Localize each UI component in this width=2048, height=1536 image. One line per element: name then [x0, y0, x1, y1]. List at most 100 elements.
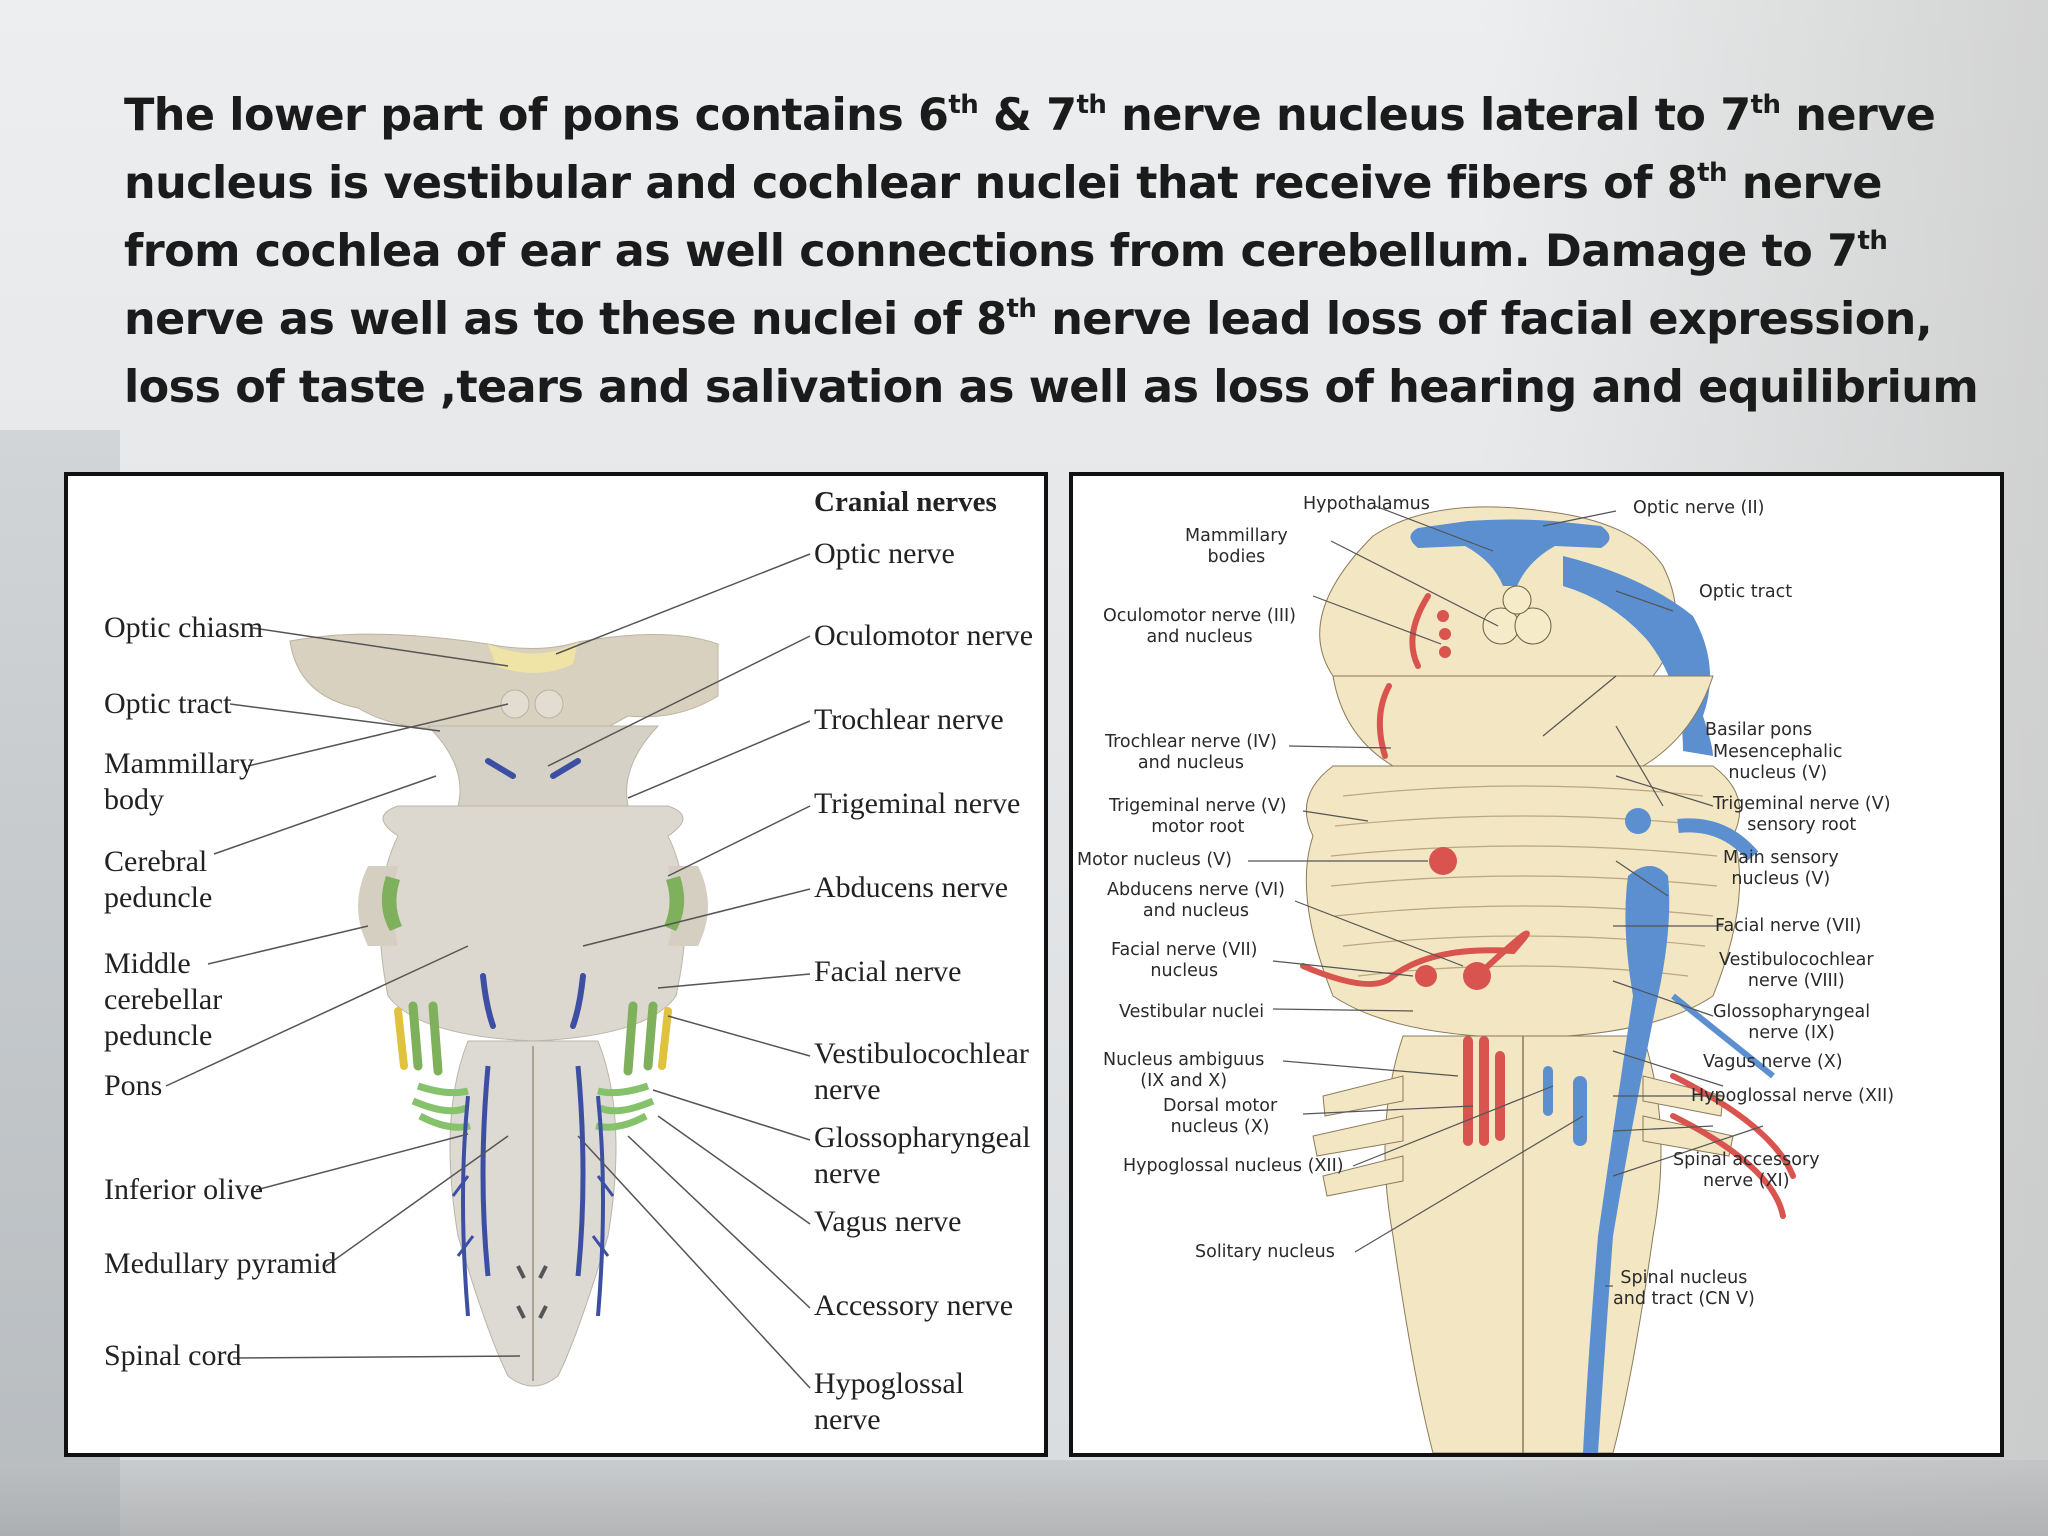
- right-structure-label: Optic nerve (II): [1633, 498, 1765, 519]
- label-line: cerebellar: [104, 983, 223, 1016]
- label-line: Inferior olive: [104, 1173, 264, 1206]
- label-line: Oculomotor nerve: [814, 619, 1034, 652]
- text-segment: nerve: [1726, 158, 1883, 209]
- label-line: nucleus (X): [1170, 1117, 1270, 1137]
- text-segment: nerve lead loss of facial expression,: [1036, 294, 1933, 345]
- background-shape-bottom: [0, 1460, 2048, 1536]
- label-line: Facial nerve (VII): [1715, 916, 1862, 936]
- ordinal-suffix: th: [1697, 158, 1727, 188]
- cranial-nerve-label: Trigeminal nerve: [814, 786, 1020, 822]
- cranial-nerve-label: Abducens nerve: [814, 870, 1008, 906]
- label-line: peduncle: [104, 1019, 213, 1052]
- label-line: Spinal accessory: [1673, 1150, 1820, 1170]
- brainstem-illustration-left: [165, 553, 811, 1389]
- label-line: Oculomotor nerve (III): [1103, 606, 1297, 626]
- left-nucleus-label: Abducens nerve (VI)and nucleus: [1107, 880, 1285, 922]
- left-nucleus-label: Hypoglossal nucleus (XII): [1123, 1156, 1344, 1177]
- left-nucleus-label: Oculomotor nerve (III)and nucleus: [1103, 606, 1296, 648]
- cranial-nerve-label: Oculomotor nerve: [814, 618, 1033, 654]
- label-line: Glossopharyngeal: [814, 1121, 1031, 1154]
- left-structure-label: Spinal cord: [104, 1338, 241, 1374]
- ordinal-suffix: th: [1750, 90, 1781, 120]
- label-line: Abducens nerve (VI): [1107, 880, 1285, 900]
- text-segment: nerve as well as to these nuclei of 8: [124, 294, 1007, 345]
- label-line: sensory root: [1747, 815, 1857, 835]
- cranial-nerve-label: Trochlear nerve: [814, 702, 1004, 738]
- label-line: nucleus: [1150, 961, 1219, 981]
- label-line: Hypoglossal nucleus (XII): [1123, 1156, 1344, 1176]
- label-line: Vagus nerve: [814, 1205, 962, 1238]
- left-structure-label: Inferior olive: [104, 1172, 263, 1208]
- label-line: Cerebral: [104, 845, 208, 878]
- cranial-nerve-label: Facial nerve: [814, 954, 961, 990]
- ordinal-suffix: th: [1076, 90, 1107, 120]
- label-line: Basilar pons: [1705, 720, 1813, 740]
- label-line: Mesencephalic: [1713, 742, 1843, 762]
- right-structure-label: Trigeminal nerve (V)sensory root: [1713, 794, 1891, 836]
- label-line: and tract (CN V): [1613, 1289, 1755, 1309]
- label-line: nerve: [814, 1073, 881, 1106]
- right-structure-label: Optic tract: [1699, 582, 1792, 603]
- label-line: Pons: [104, 1069, 163, 1102]
- right-structure-label: Hypoglossal nerve (XII): [1691, 1086, 1894, 1107]
- label-line: Optic nerve (II): [1633, 498, 1765, 518]
- slide-text-line: nerve as well as to these nuclei of 8th …: [124, 286, 1954, 354]
- label-line: Optic tract: [104, 687, 232, 720]
- label-line: Facial nerve: [814, 955, 962, 988]
- left-nucleus-label: Trochlear nerve (IV)and nucleus: [1105, 732, 1277, 774]
- slide-body-text: The lower part of pons contains 6th & 7t…: [124, 82, 1979, 422]
- left-structure-label: Pons: [104, 1068, 162, 1104]
- left-nucleus-label: Motor nucleus (V): [1077, 850, 1232, 871]
- text-segment: from cochlea of ear as well connections …: [124, 226, 1858, 277]
- cranial-nerve-label: Accessory nerve: [814, 1288, 1013, 1324]
- label-line: Trigeminal nerve (V): [1109, 796, 1287, 816]
- ordinal-suffix: th: [1857, 226, 1888, 256]
- label-line: nerve (VIII): [1747, 971, 1845, 991]
- brainstem-illustration-right: [1248, 505, 1796, 1453]
- left-nucleus-label: Nucleus ambiguus(IX and X): [1103, 1050, 1264, 1092]
- label-line: nerve (IX): [1748, 1023, 1835, 1043]
- label-line: Trigeminal nerve: [814, 787, 1021, 820]
- label-line: and nucleus: [1142, 901, 1250, 921]
- label-line: Medullary pyramid: [104, 1247, 337, 1280]
- label-line: Spinal cord: [104, 1339, 242, 1372]
- label-line: Main sensory: [1723, 848, 1839, 868]
- text-segment: The lower part of pons contains 6: [124, 90, 949, 141]
- label-line: Mammillary: [1185, 526, 1288, 546]
- hypothalamus-label: Hypothalamus: [1303, 494, 1430, 515]
- figure-heading: Cranial nerves: [814, 486, 997, 518]
- slide-text-line: nucleus is vestibular and cochlear nucle…: [124, 150, 1954, 218]
- label-line: nucleus (V): [1731, 869, 1831, 889]
- text-segment: nucleus is vestibular and cochlear nucle…: [124, 158, 1698, 209]
- label-line: Trigeminal nerve (V): [1713, 794, 1891, 814]
- label-line: Optic chiasm: [104, 611, 264, 644]
- cranial-nerve-label: Vagus nerve: [814, 1204, 961, 1240]
- ordinal-suffix: th: [1006, 294, 1037, 324]
- text-segment: loss of taste ,tears and salivation as w…: [124, 362, 1979, 413]
- label-line: Abducens nerve: [814, 871, 1009, 904]
- label-line: bodies: [1207, 547, 1266, 567]
- label-line: nerve (XI): [1703, 1171, 1790, 1191]
- label-line: Hypoglossal nerve (XII): [1691, 1086, 1895, 1106]
- right-structure-label: Basilar pons: [1705, 720, 1812, 741]
- slide-text-line: from cochlea of ear as well connections …: [124, 218, 1954, 286]
- label-line: Dorsal motor: [1163, 1096, 1278, 1116]
- left-nucleus-label: Vestibular nuclei: [1119, 1002, 1264, 1023]
- label-line: Accessory nerve: [814, 1289, 1014, 1322]
- label-line: nerve: [814, 1157, 881, 1190]
- label-line: and nucleus: [1137, 753, 1245, 773]
- left-structure-label: Medullary pyramid: [104, 1246, 336, 1282]
- label-line: Trochlear nerve: [814, 703, 1004, 736]
- label-line: motor root: [1151, 817, 1245, 837]
